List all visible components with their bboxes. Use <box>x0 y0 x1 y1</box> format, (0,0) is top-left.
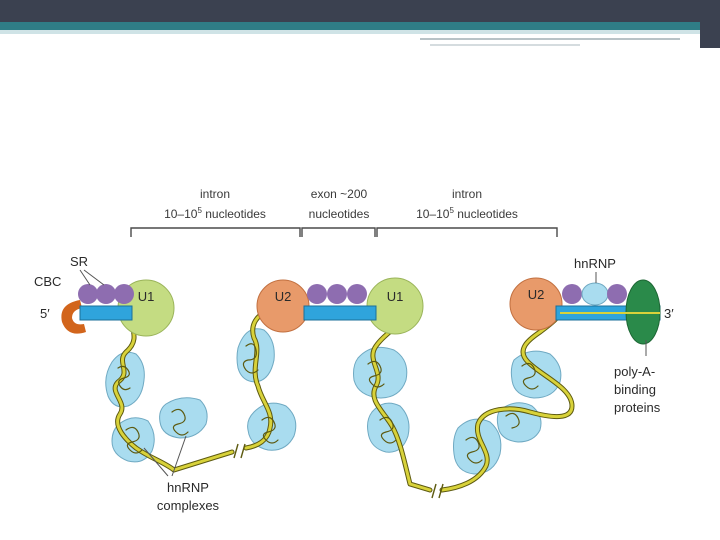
intron2-label-line1: intron <box>452 187 482 201</box>
break-mark <box>432 484 436 498</box>
strand-break-marks <box>234 444 443 498</box>
u1-label-left: U1 <box>138 289 155 304</box>
intron2-bracket <box>377 228 557 237</box>
intron1-bracket <box>131 228 300 237</box>
hnrnp-complex-blobs <box>106 329 561 474</box>
exon-bracket <box>302 228 375 237</box>
region-brackets <box>131 228 557 237</box>
region-labels: intron 10–105 nucleotides exon ~200 nucl… <box>164 187 518 221</box>
intron1-label-line2: 10–105 nucleotides <box>164 206 266 221</box>
exon-label-line2: nucleotides <box>309 207 370 221</box>
u2-label-middle: U2 <box>275 289 292 304</box>
u2-snrnp-middle <box>257 280 309 332</box>
intron1-label-line1: intron <box>200 187 230 201</box>
hnrnp-top-label: hnRNP <box>574 256 616 271</box>
u2-label-right: U2 <box>528 287 545 302</box>
exon-bar-left <box>80 306 132 320</box>
complex-label-line2: complexes <box>157 498 220 513</box>
hnrnp-complexes-annotation: hnRNP complexes <box>144 436 220 513</box>
sr-protein <box>607 284 627 304</box>
sr-protein <box>327 284 347 304</box>
sr-protein <box>307 284 327 304</box>
sr-pointer-line <box>84 270 104 285</box>
sr-protein <box>78 284 98 304</box>
hnrnp-protein <box>582 283 608 305</box>
left-exon-assembly: SR CBC 5′ U1 <box>34 254 174 336</box>
hnrnp-blob <box>511 351 561 398</box>
hnrnp-blob <box>368 403 410 452</box>
three-prime-label: 3′ <box>664 306 674 321</box>
intron2-label-line2: 10–105 nucleotides <box>416 206 518 221</box>
exon-label-line1: exon ~200 <box>311 187 368 201</box>
sr-pointer-line <box>80 270 90 285</box>
sr-protein <box>562 284 582 304</box>
pabp-label-line3: proteins <box>614 400 661 415</box>
middle-exon-assembly: U2 U1 <box>257 278 423 334</box>
sr-label: SR <box>70 254 88 269</box>
sr-protein <box>96 284 116 304</box>
cbc-label: CBC <box>34 274 61 289</box>
hnrnp-blob <box>106 352 145 407</box>
pabp-label-line1: poly-A- <box>614 364 655 379</box>
break-mark <box>234 444 238 458</box>
sr-protein <box>347 284 367 304</box>
complex-label-line1: hnRNP <box>167 480 209 495</box>
pabp-label-line2: binding <box>614 382 656 397</box>
u1-label-middle: U1 <box>387 289 404 304</box>
exon-bar-middle <box>304 306 376 320</box>
hnrnp-blob <box>160 398 208 438</box>
u2-snrnp-right <box>510 278 562 330</box>
break-mark <box>241 444 245 458</box>
sr-protein <box>114 284 134 304</box>
five-prime-label: 5′ <box>40 306 50 321</box>
